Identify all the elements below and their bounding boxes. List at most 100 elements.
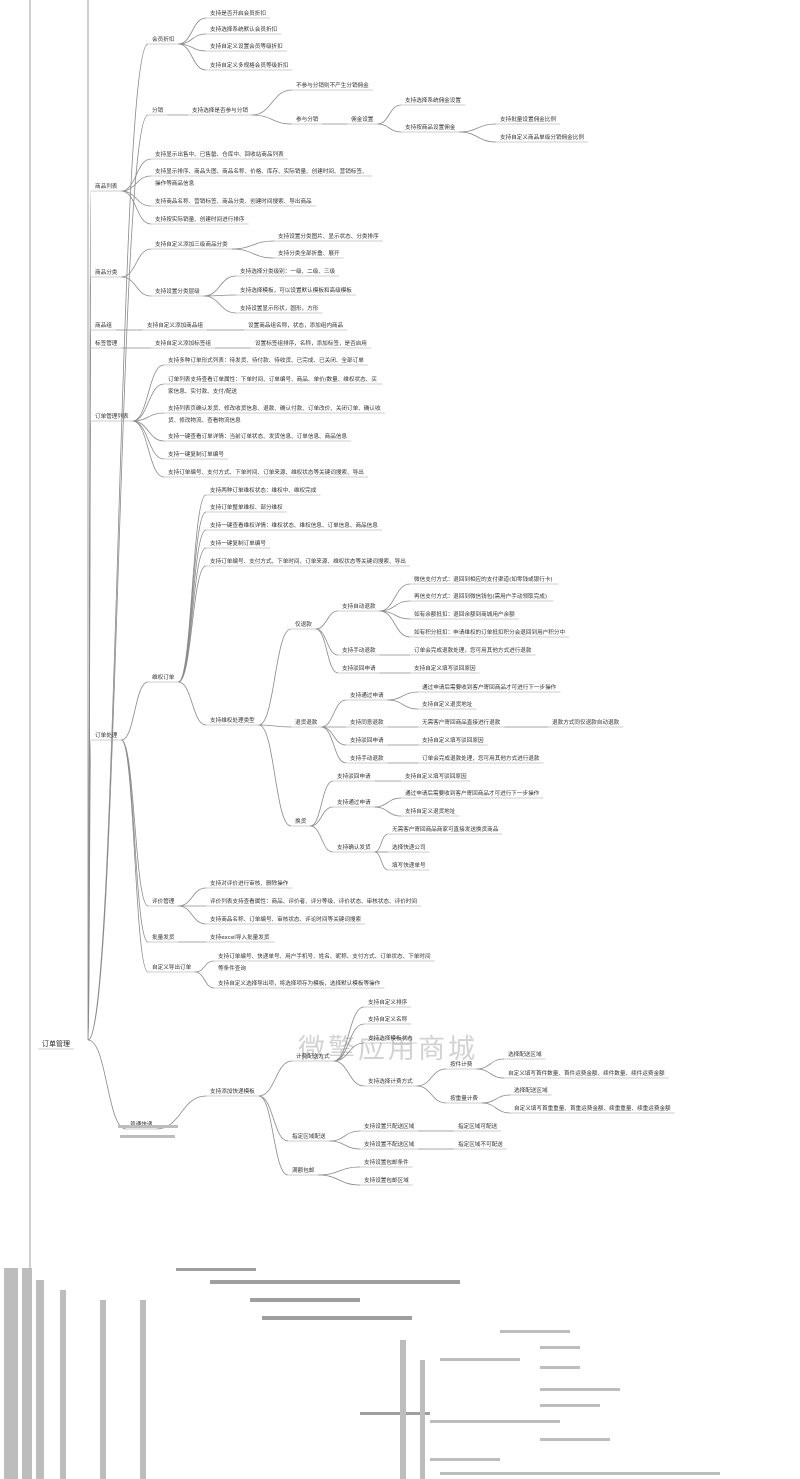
- node-kd1a4b[interactable]: 按重量计费: [446, 1094, 482, 1104]
- node-kd1b2a[interactable]: 指定区域不可配送: [454, 1140, 507, 1150]
- node-kd1a[interactable]: 计费配送方式: [292, 1052, 334, 1062]
- node-c2a[interactable]: 支持选择分类级别：一级、二级、三级: [236, 267, 340, 277]
- node-kd1a4a2[interactable]: 自定义填写首件数量、首件运费金额、续件数量、续件运费金额: [504, 1069, 669, 1079]
- node-w3[interactable]: 支持一键查看维权详情：维权状态、维权信息、订单信息、商品信息: [206, 521, 382, 531]
- node-p2b[interactable]: 操作等商品信息: [155, 179, 195, 187]
- node-c1[interactable]: 支持自定义添加三级商品分类: [151, 240, 232, 250]
- node-pj2[interactable]: 评价列表支持查看属性：商品、评价者、评分等级、评价状态、审核状态、评价时间: [206, 897, 422, 907]
- node-w1[interactable]: 支持两种订单维权状态：维权中、维权完成: [206, 486, 321, 496]
- node-kd1a4b1[interactable]: 选择配送区域: [510, 1086, 552, 1096]
- node-hh3[interactable]: 支持确认发货: [333, 843, 375, 853]
- node-fx3[interactable]: 参与分销: [292, 115, 323, 125]
- node-kd1c1[interactable]: 支持设置包邮条件: [360, 1158, 413, 1168]
- node-rf3a[interactable]: 支持自定义填写驳回原因: [410, 664, 480, 674]
- node-kd1a4a1[interactable]: 选择配送区域: [504, 1050, 546, 1060]
- node-fx[interactable]: 分销: [148, 106, 168, 116]
- node-pj[interactable]: 评价管理: [148, 897, 179, 907]
- node-kd1b1[interactable]: 支持设置只配送区域: [360, 1122, 419, 1132]
- node-o2[interactable]: 订单列表支持查看订单属性：下单时间、订单编号、商品、单价/数量、维权状态、买: [164, 375, 383, 385]
- node-o6[interactable]: 支持订单编号、支付方式、下单时间、订单来源、维权状态等关键词搜索、导出: [164, 468, 368, 478]
- node-kd1[interactable]: 支持添加快递模板: [206, 1087, 259, 1097]
- node-rr1[interactable]: 支持通过申请: [346, 691, 388, 701]
- node-p3[interactable]: 支持商品名称、营销标签、商品分类、创建时间搜索、导出商品: [151, 197, 316, 207]
- node-kd1b2[interactable]: 支持设置不配送区域: [360, 1140, 419, 1150]
- node-rf1c[interactable]: 如有余额抵扣：退回余额到商城用户余额: [410, 610, 519, 620]
- node-rf2a[interactable]: 订单会完成退款处理，您可用其他方式进行退款: [410, 646, 536, 656]
- node-rf[interactable]: 仅退款: [291, 620, 316, 630]
- node-w2[interactable]: 支持订单整单维权、部分维权: [206, 503, 287, 513]
- node-pcat[interactable]: 商品分类: [91, 268, 122, 278]
- node-rr4[interactable]: 支持手动退款: [346, 754, 388, 764]
- node-pl1[interactable]: 支持excel导入批量发货: [206, 933, 275, 943]
- node-rr2a[interactable]: 无需客户寄回商品直接进行退款: [418, 718, 505, 728]
- node-fx5[interactable]: 支持选择系统佣金设置: [401, 96, 465, 106]
- node-rr1b[interactable]: 支持自定义退货地址: [418, 700, 477, 710]
- node-vipdiscount[interactable]: 会员折扣: [148, 35, 179, 45]
- node-o4[interactable]: 支持一键查看订单详情：当前订单状态、发货信息、订单信息、商品信息: [164, 432, 352, 442]
- node-o2b[interactable]: 家信息、实付款、支付/配送: [168, 387, 237, 395]
- node-rf1[interactable]: 支持自动退款: [338, 602, 380, 612]
- node-hh[interactable]: 换货: [291, 817, 311, 827]
- node-c1b[interactable]: 支持分类全部折叠、展开: [274, 249, 344, 259]
- node-w4[interactable]: 支持一键复制订单编号: [206, 539, 270, 549]
- node-rr3a[interactable]: 支持自定义填写驳回原因: [418, 736, 488, 746]
- node-root[interactable]: 订单管理: [38, 1039, 74, 1050]
- node-kd1a1[interactable]: 支持自定义排序: [364, 998, 412, 1008]
- node-hh2[interactable]: 支持通过申请: [333, 798, 375, 808]
- node-o1[interactable]: 支持多种订单形式列表：待发货、待付款、待收货、已完成、已关闭、全部订单: [164, 356, 368, 366]
- node-kd1a4b2[interactable]: 自定义填写首重重量、首重运费金额、续重重量、续重运费金额: [510, 1104, 675, 1114]
- node-rr3[interactable]: 支持驳回申请: [346, 736, 388, 746]
- node-rr4a[interactable]: 订单会完成退款处理，您可用其他方式进行退款: [418, 754, 544, 764]
- node-v1[interactable]: 支持是否开启会员折扣: [206, 9, 270, 19]
- node-rr[interactable]: 退货退款: [291, 718, 322, 728]
- node-rf1b[interactable]: 再信支付方式：退回到微信钱包(需用户手动领取完成): [410, 592, 554, 602]
- node-kd1b[interactable]: 指定区域配送: [288, 1132, 330, 1142]
- node-w5[interactable]: 支持订单编号、支付方式、下单时间、订单来源、维权状态等关键词搜索、导出: [206, 557, 410, 567]
- node-o3b[interactable]: 货、修改物流、查看物流信息: [168, 416, 241, 424]
- node-ex2[interactable]: 支持自定义选择导出项，将选择项存为模板，选择默认模板等操作: [214, 979, 385, 989]
- node-rf2[interactable]: 支持手动退款: [338, 646, 380, 656]
- node-wq[interactable]: 维权订单: [148, 673, 179, 683]
- node-o3[interactable]: 支持列表页确认发货、修改收货信息、退款、确认付款、订单改价、关闭订单、确认收: [164, 404, 385, 414]
- node-w6[interactable]: 支持维权处理类型: [206, 716, 259, 726]
- node-hh1[interactable]: 支持驳回申请: [333, 772, 375, 782]
- node-pl[interactable]: 批量发货: [148, 933, 179, 943]
- node-ohandle[interactable]: 订单处理: [91, 731, 122, 741]
- node-g1[interactable]: 支持自定义添加商品组: [143, 321, 207, 331]
- node-v2[interactable]: 支持选择系统默认会员折扣: [206, 25, 282, 35]
- node-c2b[interactable]: 支持选择模板，可以设置默认模板和高级模板: [236, 286, 356, 296]
- node-c2c[interactable]: 支持设置显示形状，圆形，方形: [236, 304, 323, 314]
- node-tag[interactable]: 标签管理: [91, 339, 122, 349]
- node-g2[interactable]: 设置商品组名称，状态，添加组内商品: [244, 321, 348, 331]
- node-kd1a2[interactable]: 支持自定义名称: [364, 1015, 412, 1025]
- node-p2[interactable]: 支持显示排序、商品头图、商品名称、价格、库存、实际销量、创建时间、营销标签、: [151, 167, 372, 177]
- node-hh3c[interactable]: 填写快递单号: [388, 861, 430, 871]
- node-fx1[interactable]: 支持选择是否参与分销: [188, 106, 252, 116]
- node-kd1b1a[interactable]: 指定区域可配送: [454, 1122, 502, 1132]
- node-ex[interactable]: 自定义导出订单: [148, 963, 196, 973]
- node-rf3[interactable]: 支持驳回申请: [338, 664, 380, 674]
- node-hh3b[interactable]: 选择快递公司: [388, 843, 430, 853]
- node-pgroup[interactable]: 商品组: [91, 321, 116, 331]
- node-kd1a4[interactable]: 支持选择计费方式: [364, 1077, 417, 1087]
- node-fx6[interactable]: 支持按商品设置佣金: [401, 123, 460, 133]
- node-hh1a[interactable]: 支持自定义填写驳回原因: [401, 772, 471, 782]
- node-rf1d[interactable]: 如有积分抵扣：申请维权的订单抵扣积分会退回到用户积分中: [410, 628, 570, 638]
- node-fx2[interactable]: 不参与分销则不产生分销佣金: [292, 81, 373, 91]
- node-rr2b[interactable]: 退款方式同仅退款自动退款: [548, 718, 624, 728]
- node-kd1c2[interactable]: 支持设置包邮区域: [360, 1176, 413, 1186]
- node-p4[interactable]: 支持按实际销量、创建时间进行排序: [151, 215, 249, 225]
- node-v3[interactable]: 支持自定义设置会员等级折扣: [206, 42, 287, 52]
- node-kd1a4a[interactable]: 按件计费: [446, 1060, 477, 1070]
- node-rf1a[interactable]: 微信支付方式：退回到相应的支付渠道(如零钱或银行卡): [410, 575, 559, 585]
- node-fx4[interactable]: 佣金设置: [347, 115, 378, 125]
- node-o5[interactable]: 支持一键复制订单编号: [164, 450, 228, 460]
- node-pj3[interactable]: 支持商品名称、订单编号、审核状态、评论时间等关键词搜索: [206, 915, 366, 925]
- node-p1[interactable]: 支持显示出售中、已售罄、仓库中、回收站商品列表: [151, 150, 288, 160]
- node-kd1c[interactable]: 满额包邮: [288, 1166, 319, 1176]
- node-plist[interactable]: 商品列表: [91, 182, 122, 192]
- node-hh3a[interactable]: 无需客户寄回商品商家可直接发送换货商品: [388, 825, 503, 835]
- node-c1a[interactable]: 支持设置分类图片、显示状态、分类排序: [274, 232, 383, 242]
- node-v4[interactable]: 支持自定义多规格会员等级折扣: [206, 61, 293, 71]
- node-kd[interactable]: 普通快递: [126, 1120, 157, 1130]
